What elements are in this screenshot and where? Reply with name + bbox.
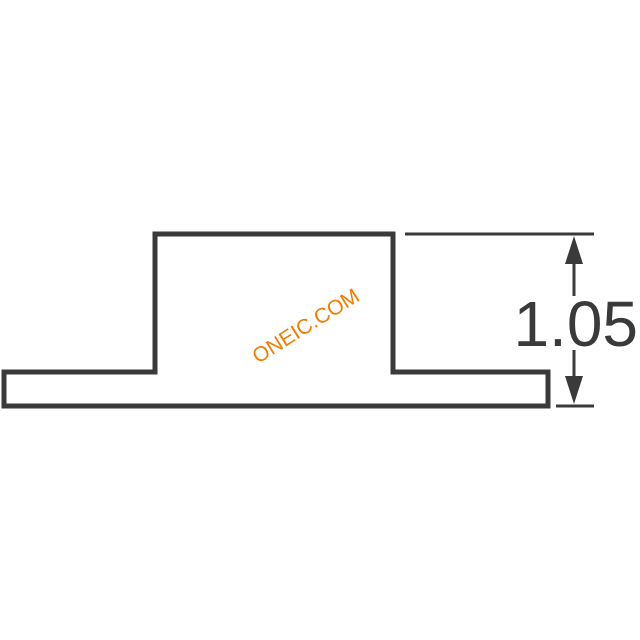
component-profile-outline <box>1 231 551 409</box>
watermark-text: ONEIC.COM <box>248 284 363 368</box>
arrowhead-down-icon <box>565 376 583 404</box>
arrowhead-up-icon <box>565 236 583 264</box>
dimension-label: 1.05 <box>513 288 638 360</box>
